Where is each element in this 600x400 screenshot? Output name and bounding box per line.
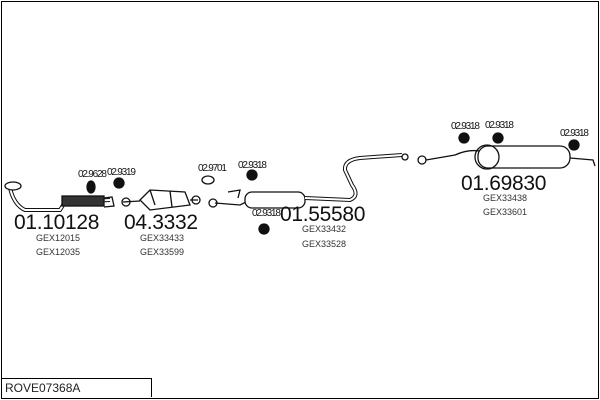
part-ref: GEX33438 — [483, 193, 528, 203]
clamp-label: 02.9318 — [238, 160, 267, 171]
rear-silencer — [477, 145, 571, 169]
part-number: 04.3332 — [124, 211, 198, 234]
clamp-label: 02.9318 — [451, 121, 480, 132]
part-ref: GEX12035 — [36, 247, 81, 257]
front-pipe-flange — [4, 181, 22, 191]
middle-pipe — [304, 153, 403, 203]
clamp-label: 02.9318 — [560, 128, 589, 139]
flex-section — [61, 195, 105, 207]
part-ref: GEX12015 — [36, 233, 81, 243]
clamp-label: 02.9318 — [485, 120, 514, 131]
clamp-label: 02.9318 — [252, 208, 281, 219]
diagram-code: ROVE07368A — [2, 378, 152, 397]
part-ref: GEX33599 — [140, 247, 185, 257]
part-number: 01.55580 — [280, 203, 366, 226]
part-ref: GEX33433 — [140, 233, 185, 243]
part-ref: GEX33528 — [302, 239, 347, 249]
clamp-label: 02.9628 — [78, 169, 107, 180]
clamp-label: 02.9319 — [107, 167, 136, 178]
part-number: 01.10128 — [14, 211, 100, 234]
part-ref: GEX33432 — [302, 224, 347, 234]
catalytic-converter — [139, 189, 191, 211]
clamp-icons — [86, 132, 580, 235]
part-number: 01.69830 — [461, 172, 547, 195]
part-ref: GEX33601 — [483, 207, 528, 217]
clamp-label: 02.9701 — [198, 163, 227, 174]
